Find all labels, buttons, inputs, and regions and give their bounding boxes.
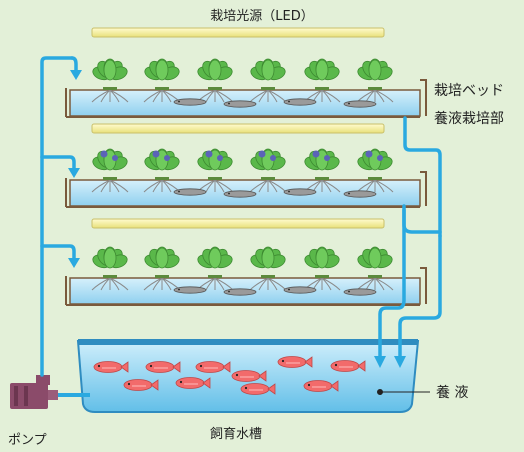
loach-icon [283, 286, 317, 294]
loach-icon [343, 190, 377, 198]
root-icon [91, 277, 129, 291]
fish-icon [195, 361, 231, 373]
nutrient-pointer-dot [377, 389, 383, 395]
lettuce-icon [249, 58, 287, 103]
lettuce-icon [356, 246, 394, 291]
root-icon [91, 179, 129, 193]
lettuce-icon [249, 246, 287, 291]
hydroponic-part-label: 養液栽培部 [434, 110, 504, 127]
led-bar-1 [91, 27, 385, 38]
supply-pipe [40, 56, 78, 377]
loach-icon [283, 98, 317, 106]
led-bar-3 [91, 218, 385, 229]
lettuce-icon [356, 58, 394, 103]
fish-icon [93, 361, 129, 373]
root-icon [91, 89, 129, 103]
led-bar-2 [91, 123, 385, 134]
fish-icon [231, 370, 267, 382]
loach-icon [173, 286, 207, 294]
fish-icon [303, 380, 339, 392]
loach-icon [173, 98, 207, 106]
loach-icon [173, 188, 207, 196]
fish-icon [277, 356, 313, 368]
fishes [93, 356, 366, 395]
root-icon [249, 179, 287, 193]
lettuce-icon [91, 246, 129, 291]
loach-icon [223, 100, 257, 108]
supply-arrows [68, 70, 82, 268]
flowering-plant-icon [196, 148, 234, 193]
light-label: 栽培光源（LED） [210, 8, 313, 24]
return-pipe [378, 116, 442, 362]
pump-label: ポンプ [8, 433, 47, 448]
fish-icon [123, 379, 159, 391]
lettuce-icon [303, 246, 341, 291]
fish-icon [330, 360, 366, 372]
growing-bed-1 [65, 88, 421, 118]
flowering-plant-icon [91, 148, 129, 193]
fish-icon [175, 377, 211, 389]
lettuce-icon [196, 246, 234, 291]
loach-icon [343, 288, 377, 296]
flowering-plant-icon [249, 148, 287, 193]
fish-icon [240, 383, 276, 395]
fish-icon [145, 361, 181, 373]
pump-icon [10, 375, 58, 409]
flowering-plant-icon [356, 148, 394, 193]
lettuce-icon [196, 58, 234, 103]
loach-icon [283, 188, 317, 196]
plants [91, 58, 394, 296]
return-arrows [374, 356, 406, 368]
lettuce-icon [91, 58, 129, 103]
loach-icon [223, 190, 257, 198]
loach-icon [343, 100, 377, 108]
nutrient-label: 養 液 [436, 384, 468, 401]
lettuce-icon [143, 58, 181, 103]
tank-label: 飼育水槽 [210, 426, 262, 442]
flowering-plant-icon [143, 148, 181, 193]
bed-frame [420, 79, 427, 304]
loach-icon [223, 288, 257, 296]
lettuce-icon [143, 246, 181, 291]
lettuce-icon [303, 58, 341, 103]
flowering-plant-icon [303, 148, 341, 193]
bed-label: 栽培ベッド [434, 83, 504, 99]
root-icon [143, 89, 181, 103]
